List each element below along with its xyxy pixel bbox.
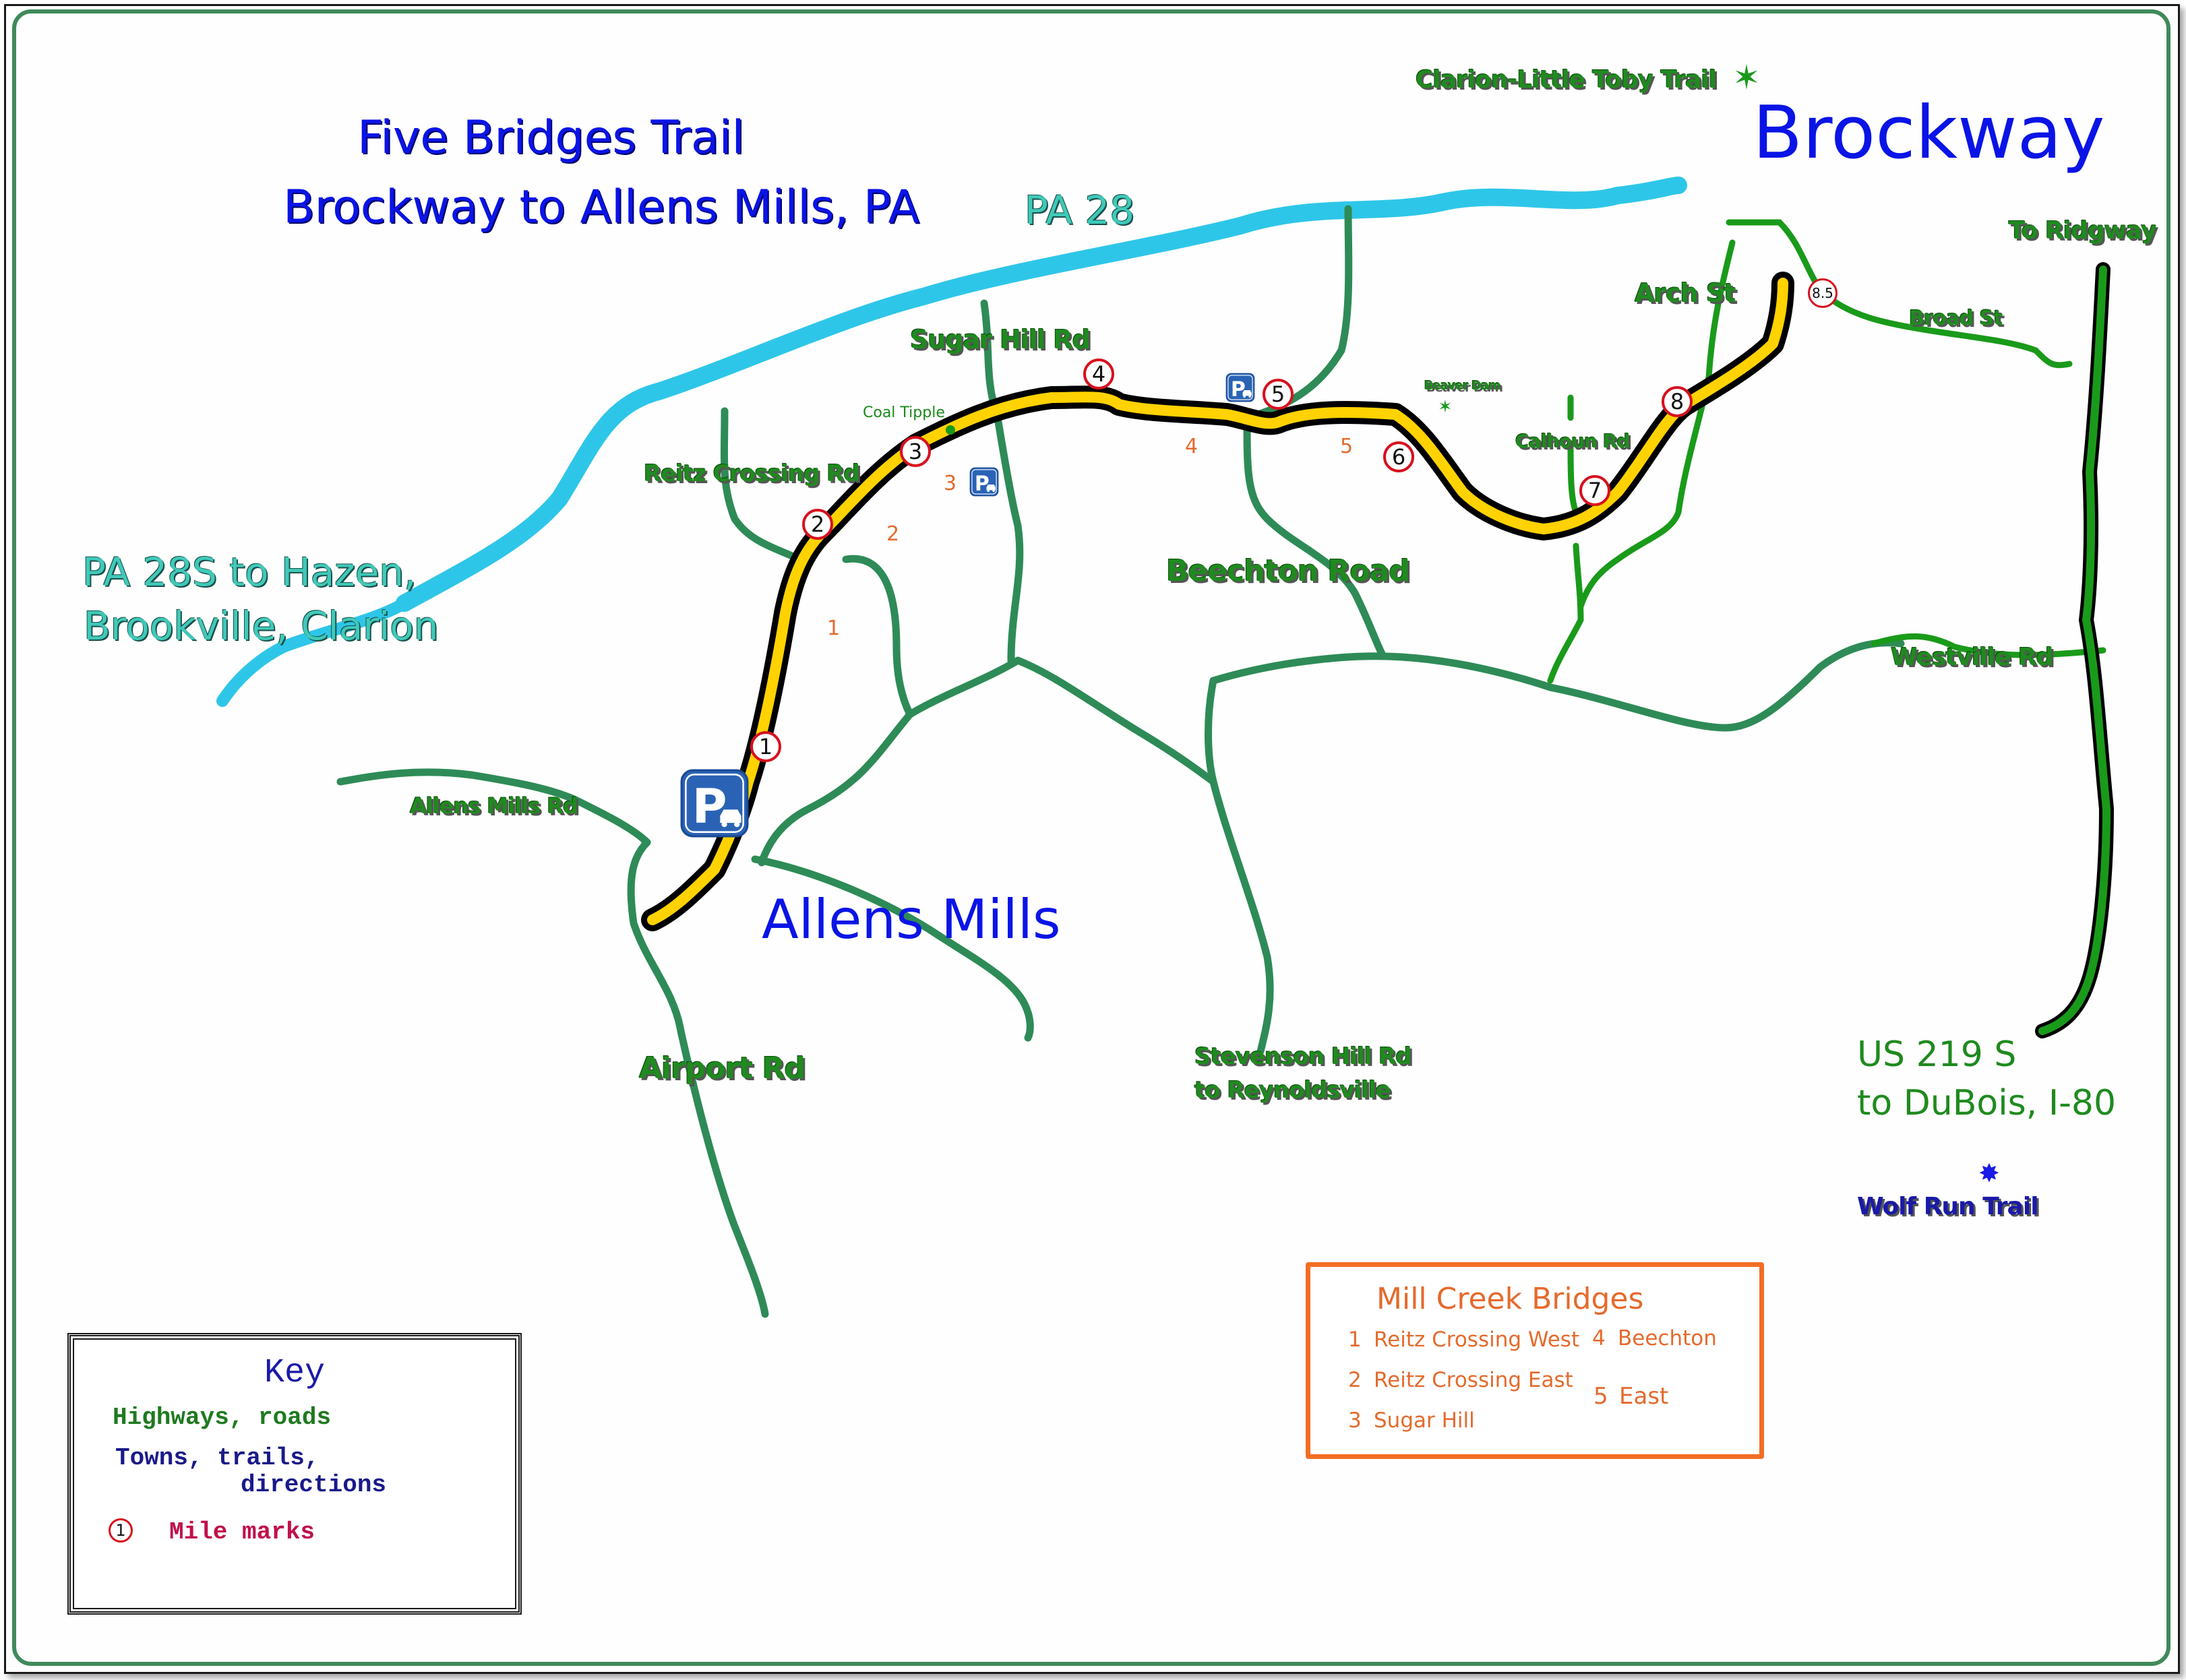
airport-road xyxy=(627,838,769,1318)
wolf-run-star-icon: ✸ xyxy=(1978,1158,2000,1188)
allens-mills-east-road xyxy=(751,855,1034,1042)
parking-icon-sugar-hill xyxy=(969,467,999,497)
bridge-number-3: 3 xyxy=(944,472,957,495)
poi-clarion-little-toby-trail[interactable]: Clarion-Little Toby Trail xyxy=(1416,66,1717,94)
allens-mills-road xyxy=(336,768,651,846)
pa28-highway xyxy=(396,177,1687,612)
beechton-road xyxy=(1243,414,1386,658)
bridge-number-5: 5 xyxy=(1340,435,1354,458)
town-brockway[interactable]: Brockway xyxy=(1753,91,2105,175)
central-road xyxy=(1014,656,1217,786)
bridge-number-2: 2 xyxy=(886,522,900,546)
road-arch-st-label[interactable]: Arch St xyxy=(1635,278,1736,308)
map-key: Key Highways, roads Towns, trails, direc… xyxy=(67,1333,522,1615)
mile-marker-6[interactable]: 6 xyxy=(1383,441,1414,472)
key-mile-marker-sample-icon: 1 xyxy=(109,1518,133,1543)
map-title-line1: Five Bridges Trail xyxy=(357,111,745,164)
westville-east xyxy=(1871,633,2106,658)
arch-street xyxy=(1577,239,1736,610)
key-highways-roads: Highways, roads xyxy=(113,1404,332,1431)
highway-us219-label-line2[interactable]: to DuBois, I-80 xyxy=(1857,1083,2117,1123)
road-sugar-hill-label[interactable]: Sugar Hill Rd xyxy=(910,325,1091,354)
calhoun-road xyxy=(1547,394,1584,684)
sugar-hill-road xyxy=(980,299,1024,664)
bridge-number-4: 4 xyxy=(1185,435,1198,458)
broad-street xyxy=(1817,286,2073,369)
highway-pa28s-label-line1[interactable]: PA 28S to Hazen, xyxy=(82,549,417,595)
beechton-road-north xyxy=(1243,205,1353,422)
poi-wolf-run-trail[interactable]: Wolf Run Trail xyxy=(1857,1193,2039,1220)
trail-path-outline xyxy=(641,272,1794,931)
westville-road xyxy=(1209,639,1905,732)
parking-icon-beechton xyxy=(1225,373,1255,402)
direction-to-ridgway[interactable]: To Ridgway xyxy=(2009,217,2157,245)
bridges-title: Mill Creek Bridges xyxy=(1376,1282,1644,1316)
mile-marker-7[interactable]: 7 xyxy=(1579,475,1610,506)
clarion-trail-star-icon: ✶ xyxy=(1732,58,1761,97)
coal-tipple-dot-icon xyxy=(946,425,955,435)
road-calhoun-label[interactable]: Calhoun Rd xyxy=(1515,430,1630,452)
us219-highway-fill xyxy=(2038,266,2111,1035)
highway-pa28-label[interactable]: PA 28 xyxy=(1025,187,1135,233)
link-road xyxy=(758,555,915,867)
key-title: Key xyxy=(264,1354,325,1392)
road-reitz-crossing-label[interactable]: Reitz Crossing Rd xyxy=(644,460,860,487)
key-towns-line1: Towns, trails, xyxy=(115,1444,320,1472)
mile-marker-2[interactable]: 2 xyxy=(802,509,833,540)
mile-marker-8-5[interactable]: 8.5 xyxy=(1808,278,1838,308)
road-stevenson-hill-label-line1[interactable]: Stevenson Hill Rd xyxy=(1194,1043,1412,1070)
parking-icon-main xyxy=(680,769,749,838)
mile-marker-5[interactable]: 5 xyxy=(1263,379,1294,410)
town-allens-mills[interactable]: Allens Mills xyxy=(762,888,1061,951)
map-title-line2: Brockway to Allens Mills, PA xyxy=(283,181,919,234)
poi-coal-tipple[interactable]: Coal Tipple xyxy=(863,404,945,421)
bridge-number-1: 1 xyxy=(827,617,841,640)
mile-marker-1[interactable]: 1 xyxy=(750,731,781,762)
central-road-west xyxy=(906,656,1022,718)
road-stevenson-hill-label-line2[interactable]: to Reynoldsville xyxy=(1194,1077,1391,1104)
highway-pa28s-label-line2[interactable]: Brookville, Clarion xyxy=(84,603,439,649)
road-allens-mills-label[interactable]: Allens Mills Rd xyxy=(410,793,578,819)
pa28s-highway xyxy=(216,597,411,707)
key-mile-marks: Mile marks xyxy=(169,1518,315,1546)
mile-marker-4[interactable]: 4 xyxy=(1083,359,1114,390)
road-beechton-label[interactable]: Beechton Road xyxy=(1166,554,1410,588)
poi-beaver-dam[interactable]: Beaver Dam xyxy=(1424,379,1501,393)
trail-path xyxy=(647,278,1788,925)
road-westville-label[interactable]: Westville Rd xyxy=(1891,644,2053,671)
beaver-dam-star-icon: ✶ xyxy=(1438,397,1453,417)
road-broad-st-label[interactable]: Broad St xyxy=(1909,307,2003,330)
stevenson-hill-road xyxy=(1205,677,1274,1055)
mile-marker-3[interactable]: 3 xyxy=(900,436,931,467)
key-towns-line2: directions xyxy=(241,1471,387,1499)
mile-marker-8[interactable]: 8 xyxy=(1662,386,1693,417)
highway-us219-label-line1[interactable]: US 219 S xyxy=(1857,1034,2017,1075)
road-airport-label[interactable]: Airport Rd xyxy=(639,1051,806,1086)
reitz-crossing-road xyxy=(720,407,796,560)
